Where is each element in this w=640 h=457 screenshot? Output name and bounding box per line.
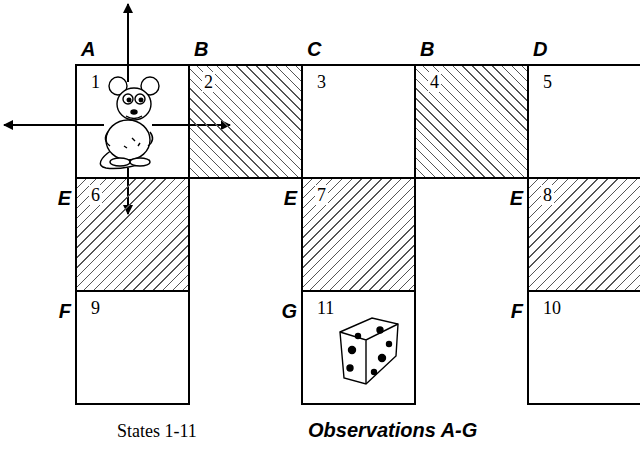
- state-number: 5: [541, 72, 554, 92]
- mouse-picture: [100, 77, 159, 169]
- observation-letter: E: [510, 187, 523, 209]
- state-number: 4: [428, 72, 441, 92]
- blocked-cell: E8: [527, 177, 640, 292]
- state-number: 10: [541, 298, 563, 318]
- maze-cell: C3: [301, 64, 416, 179]
- observation-letter: A: [81, 38, 95, 60]
- maze-cell: D5: [527, 64, 640, 179]
- maze-cell: G11: [301, 290, 416, 405]
- blocked-cell: B4: [414, 64, 529, 179]
- observation-letter: C: [307, 38, 321, 60]
- blocked-cell: E6: [75, 177, 190, 292]
- state-number: 9: [89, 298, 102, 318]
- cheese-picture: [340, 318, 398, 384]
- observation-letter: E: [284, 187, 297, 209]
- observation-letter: F: [511, 300, 523, 322]
- state-number: 1: [89, 72, 102, 92]
- observation-letter: E: [58, 187, 71, 209]
- state-number: 6: [89, 185, 102, 205]
- state-number: 3: [315, 72, 328, 92]
- observation-letter: B: [194, 38, 208, 60]
- maze-cell: F10: [527, 290, 640, 405]
- blocked-cell: B2: [188, 64, 303, 179]
- observations-caption: Observations A-G: [308, 419, 477, 441]
- state-number: 11: [315, 298, 336, 318]
- maze-cell: F9: [75, 290, 190, 405]
- state-number: 8: [541, 185, 554, 205]
- observation-letter: D: [533, 38, 547, 60]
- maze-cell: A1: [75, 64, 190, 179]
- states-caption: States 1-11: [117, 420, 197, 442]
- state-number: 7: [315, 185, 328, 205]
- blocked-cell: E7: [301, 177, 416, 292]
- state-number: 2: [202, 72, 215, 92]
- observation-letter: F: [59, 300, 71, 322]
- observation-letter: B: [420, 38, 434, 60]
- observation-letter: G: [281, 300, 297, 322]
